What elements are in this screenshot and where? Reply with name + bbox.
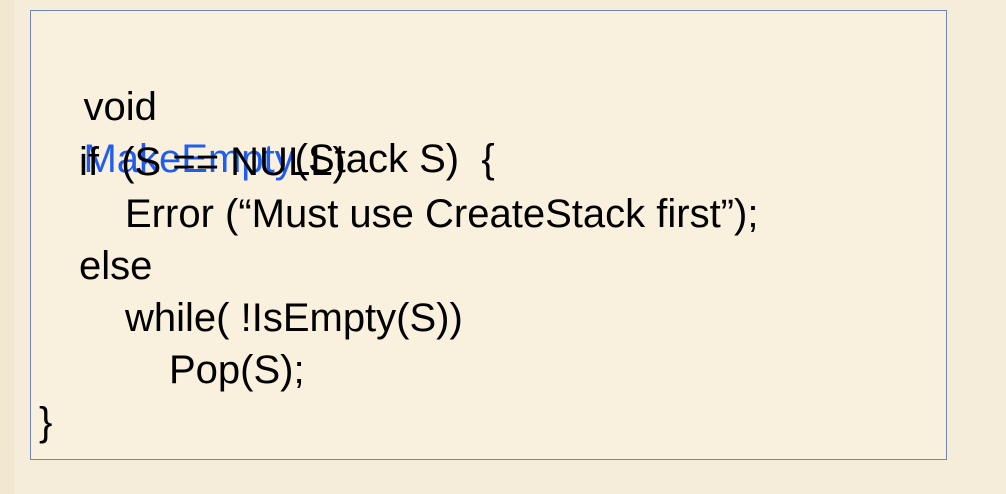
return-type-keyword: void <box>83 85 157 129</box>
while-line: while( !IsEmpty(S)) <box>125 296 463 340</box>
function-signature-line: void MakeEmpty(Stack S) { <box>39 29 494 181</box>
code-box: void MakeEmpty(Stack S) { if (S == NULL)… <box>30 10 947 460</box>
else-line: else <box>79 244 153 288</box>
function-parameters: (Stack S) <box>294 137 460 181</box>
if-line: if (S == NULL) <box>79 140 346 184</box>
error-call-line: Error (“Must use CreateStack first”); <box>125 192 759 236</box>
function-name: MakeEmpty <box>83 137 295 181</box>
pop-call-line: Pop(S); <box>169 348 305 392</box>
opening-brace: { <box>481 137 495 181</box>
closing-brace: } <box>39 400 53 444</box>
left-background-strip <box>0 0 14 494</box>
